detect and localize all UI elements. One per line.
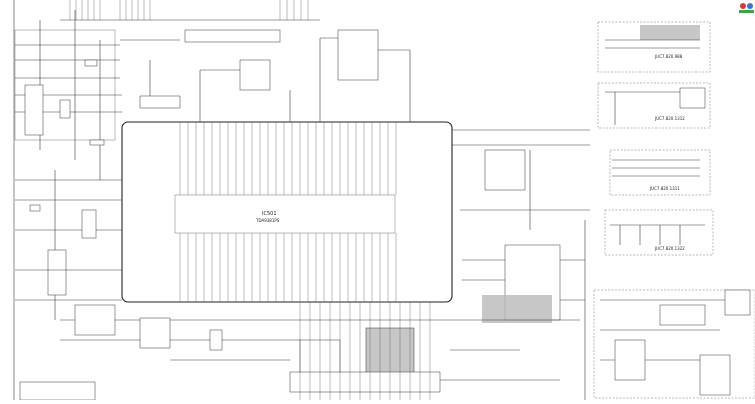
sub-board-3: JUC7.820.1311 <box>609 149 711 196</box>
main-ic-body <box>121 121 453 303</box>
left-circuitry <box>14 10 122 320</box>
sub-board-4: JUC7.820.1322 <box>604 209 714 256</box>
main-ic-designator: IC501 <box>262 211 277 217</box>
sub-board-2: JUC7.820.1312 <box>597 82 711 129</box>
sub-board-4-label: JUC7.820.1322 <box>654 246 685 251</box>
sub-board-1: JUC7.820.988 <box>597 21 711 73</box>
bottom-connector-pins <box>299 302 431 400</box>
sub-board-3-label: JUC7.820.1311 <box>649 186 680 191</box>
main-ic-part: TDA9381PS <box>255 218 280 223</box>
sub-board-5 <box>593 289 755 399</box>
main-ic-core <box>174 194 396 234</box>
sub-board-1-label: JUC7.820.988 <box>654 54 683 59</box>
brand-logo <box>739 3 754 13</box>
sub-board-2-label: JUC7.820.1312 <box>654 116 685 121</box>
right-circuitry <box>452 129 590 400</box>
main-ic-top-pins <box>179 122 397 195</box>
top-connector-pins <box>69 0 309 20</box>
main-ic-bottom-pins <box>179 233 397 302</box>
top-circuitry <box>60 19 411 122</box>
